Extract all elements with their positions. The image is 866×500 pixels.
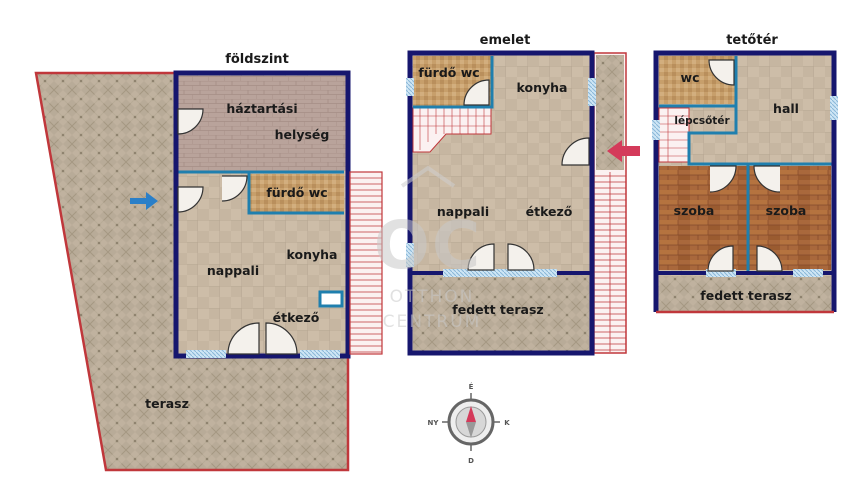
room-label-ground-etkezo: étkező bbox=[273, 310, 320, 325]
ground-window-left bbox=[186, 350, 226, 358]
room-label-upper-etkezo: étkező bbox=[526, 204, 573, 219]
room-label-ground-furdo-wc: fürdő wc bbox=[266, 185, 327, 200]
room-label-helyseg: helység bbox=[275, 127, 330, 142]
attic-window-left bbox=[706, 269, 736, 277]
watermark-roof-icon bbox=[400, 165, 456, 188]
ground-staircase bbox=[349, 171, 383, 355]
room-label-lepcsoter: lépcsőtér bbox=[674, 115, 730, 127]
room-label-attic-fedett-terasz: fedett terasz bbox=[700, 288, 791, 303]
watermark-logo: OC bbox=[374, 207, 483, 284]
upper-floor-title: emelet bbox=[480, 33, 531, 48]
upper-doors bbox=[463, 79, 590, 271]
upper-bath-window bbox=[406, 78, 414, 96]
room-label-upper-furdo-wc: fürdő wc bbox=[418, 65, 479, 80]
upper-left-window bbox=[406, 243, 414, 267]
room-label-attic-wc: wc bbox=[681, 70, 700, 85]
compass-south-label: D bbox=[468, 457, 474, 465]
room-label-ground-konyha: konyha bbox=[287, 247, 338, 262]
upper-floor: emelet fürdő wc konyha nappali étkező fe… bbox=[406, 33, 640, 356]
ground-doors bbox=[177, 108, 298, 355]
room-label-ground-nappali: nappali bbox=[207, 263, 259, 278]
attic-covered-terrace-floor bbox=[659, 276, 831, 311]
attic-inner-walls bbox=[659, 56, 834, 273]
compass-north-needle-icon bbox=[466, 406, 476, 422]
watermark-line1: OTTHON bbox=[390, 287, 475, 307]
upper-outer-walls bbox=[407, 50, 595, 356]
ground-inner-walls bbox=[176, 170, 344, 215]
attic-side-window bbox=[830, 96, 838, 120]
compass-south-needle-icon bbox=[466, 422, 476, 438]
entry-arrow-icon bbox=[130, 192, 158, 210]
compass-east-label: K bbox=[504, 419, 510, 427]
attic-stair-window bbox=[652, 120, 660, 140]
compass-north-label: É bbox=[469, 382, 474, 391]
upper-terrace-window bbox=[443, 269, 557, 277]
household-room-floor bbox=[176, 76, 348, 171]
attic-bedroom-left-floor bbox=[659, 166, 747, 270]
room-label-upper-nappali: nappali bbox=[437, 204, 489, 219]
upper-side-window bbox=[588, 78, 596, 106]
ground-bathroom-floor bbox=[249, 174, 344, 212]
attic-floor: tetőtér wc lépcsőtér hall szoba szoba fe… bbox=[652, 33, 838, 314]
attic-doors bbox=[707, 59, 783, 272]
ground-outer-walls bbox=[173, 70, 351, 359]
ground-window-right bbox=[300, 350, 340, 358]
ground-floor-title: földszint bbox=[225, 52, 289, 67]
ground-kitchen-unit bbox=[318, 290, 344, 308]
compass-west-label: NY bbox=[428, 419, 440, 427]
attic-window-right bbox=[793, 269, 823, 277]
upper-covered-terrace-floor bbox=[413, 275, 591, 352]
attic-floor-title: tetőtér bbox=[726, 33, 778, 48]
upper-entry-arrow-icon bbox=[607, 140, 640, 162]
room-label-terasz: terasz bbox=[145, 396, 189, 411]
watermark-line2: CENTRUM bbox=[383, 312, 482, 332]
room-label-upper-fedett-terasz: fedett terasz bbox=[452, 302, 543, 317]
compass: É K D NY bbox=[428, 382, 511, 465]
room-label-hall: hall bbox=[773, 101, 799, 116]
upper-inner-walls bbox=[413, 56, 494, 109]
room-label-upper-konyha: konyha bbox=[517, 80, 568, 95]
ground-floor: földszint háztartási helység fürdő wc na… bbox=[34, 52, 383, 472]
room-label-szoba-left: szoba bbox=[674, 203, 715, 218]
attic-outer-walls bbox=[653, 50, 837, 312]
room-label-haztartasi: háztartási bbox=[226, 101, 297, 116]
watermark: OC OTTHON CENTRUM bbox=[374, 165, 483, 332]
room-label-szoba-right: szoba bbox=[766, 203, 807, 218]
